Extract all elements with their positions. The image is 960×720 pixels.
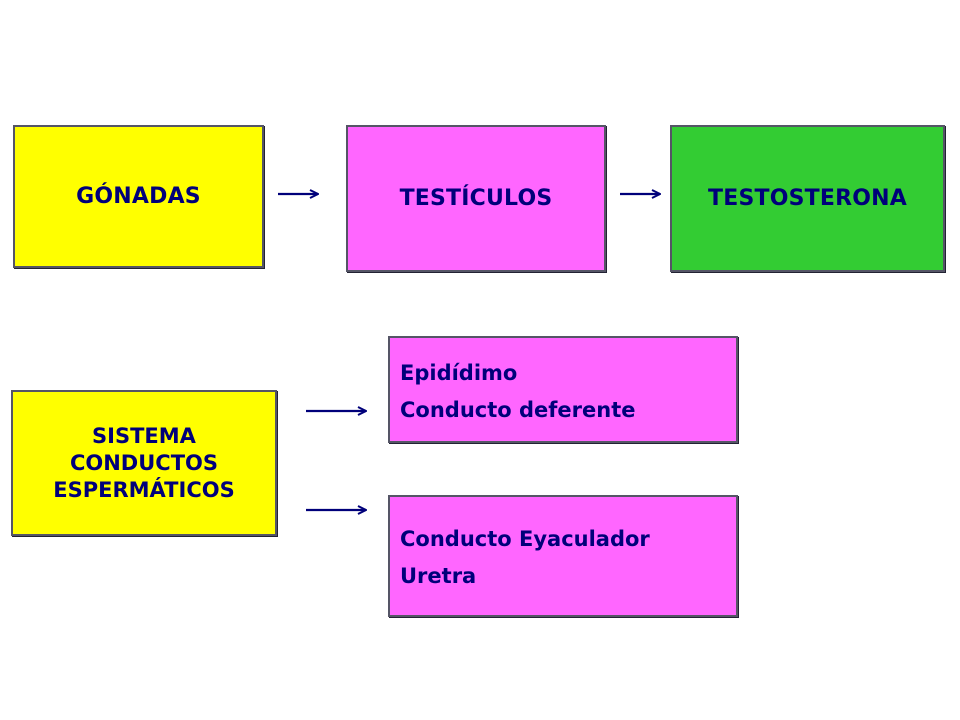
list-item: Epidídimo xyxy=(400,361,518,385)
list-item: Uretra xyxy=(400,564,477,588)
sistema-line: SISTEMA xyxy=(92,423,196,448)
sistema-line: ESPERMÁTICOS xyxy=(53,477,235,502)
gonadas-label: GÓNADAS xyxy=(76,184,201,209)
eyaculador-uretra-box: Conducto Eyaculador Uretra xyxy=(388,495,738,617)
gonadas-box: GÓNADAS xyxy=(13,125,264,268)
epididimo-deferente-box: Epidídimo Conducto deferente xyxy=(388,336,738,443)
sistema-conductos-box: SISTEMA CONDUCTOS ESPERMÁTICOS xyxy=(11,390,277,536)
list-item: Conducto Eyaculador xyxy=(400,527,650,551)
testiculos-label: TESTÍCULOS xyxy=(399,186,553,211)
testiculos-box: TESTÍCULOS xyxy=(346,125,606,272)
testosterona-label: TESTOSTERONA xyxy=(708,186,907,211)
sistema-conductos-label: SISTEMA CONDUCTOS ESPERMÁTICOS xyxy=(53,423,234,504)
testosterona-box: TESTOSTERONA xyxy=(670,125,945,272)
sistema-line: CONDUCTOS xyxy=(69,450,219,475)
list-item: Conducto deferente xyxy=(400,398,636,422)
